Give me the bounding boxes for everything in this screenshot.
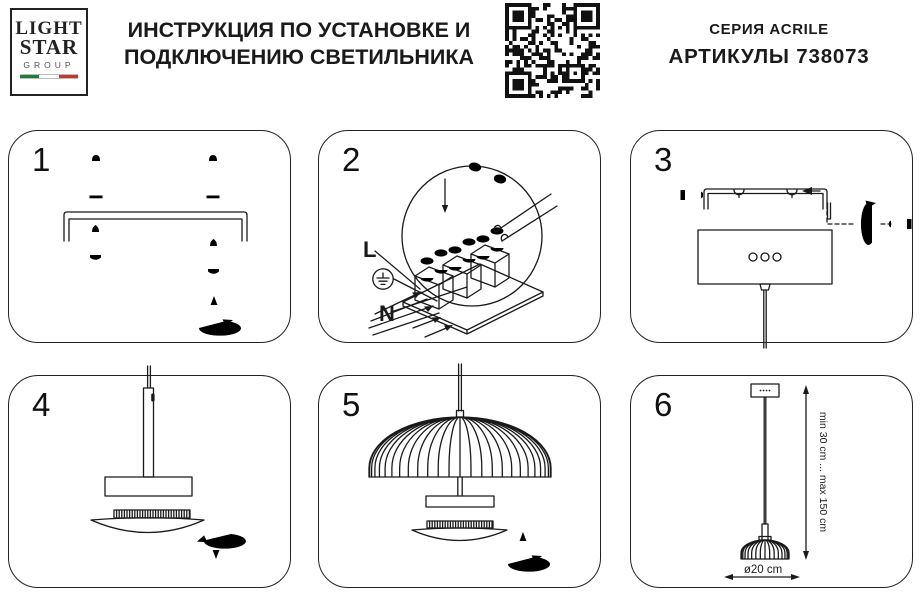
diffuser-ring xyxy=(113,509,192,520)
series-label: СЕРИЯ ACRILE xyxy=(709,21,829,38)
zoom-circle xyxy=(401,165,544,308)
rotate-arrow-icon xyxy=(197,524,247,560)
step-number-4: 4 xyxy=(32,386,51,423)
step-number-3: 3 xyxy=(654,141,673,178)
neutral-label: N xyxy=(379,301,395,326)
rotate-arrow-icon xyxy=(508,532,551,578)
step-4-drawing xyxy=(90,365,247,560)
screw-icon xyxy=(208,239,220,275)
step-3-drawing xyxy=(680,187,912,350)
rotate-arrow-icon xyxy=(861,200,877,246)
step-panel-4: 4 xyxy=(8,365,291,588)
lamp-shade xyxy=(368,416,553,479)
pendant-rod xyxy=(457,476,464,498)
suspension-cable xyxy=(763,396,767,526)
glass-diffuser xyxy=(411,527,509,542)
wall-plug-icon xyxy=(89,155,103,199)
terminal-block xyxy=(402,227,545,336)
step-1-drawing xyxy=(63,155,249,342)
step-panel-1: 1 xyxy=(8,130,291,343)
assembly-dash-line xyxy=(826,210,893,226)
step-2-drawing: L N xyxy=(363,161,559,339)
pendant-rod xyxy=(458,363,463,413)
live-label: L xyxy=(363,237,376,262)
screw-icon xyxy=(90,225,102,261)
diameter-dimension-line xyxy=(724,574,801,581)
pendant-rod xyxy=(759,283,772,350)
diameter-label: ø20 cm xyxy=(744,564,782,576)
wall-plug-icon xyxy=(206,155,220,199)
cable-gripper xyxy=(761,523,770,542)
title-line-1: ИНСТРУКЦИЯ ПО УСТАНОВКЕ И xyxy=(127,18,471,42)
height-dimension-line xyxy=(803,385,810,561)
glass-diffuser xyxy=(90,517,206,534)
page-title: ИНСТРУКЦИЯ ПО УСТАНОВКЕ И ПОДКЛЮЧЕНИЮ СВ… xyxy=(95,17,503,71)
step-panel-5: 5 xyxy=(318,363,601,588)
terminal-screw-icon xyxy=(467,161,483,180)
title-line-2: ПОДКЛЮЧЕНИЮ СВЕТИЛЬНИКА xyxy=(123,45,475,69)
mounting-bracket xyxy=(63,211,249,243)
screw-icon xyxy=(889,219,912,230)
earth-ground-icon xyxy=(372,268,395,291)
qr-code xyxy=(505,3,600,98)
logo-text: LIGHT xyxy=(15,18,83,39)
leader-lines xyxy=(374,250,469,314)
logo-text: GROUP xyxy=(23,60,75,70)
step-5-drawing xyxy=(368,363,553,578)
diffuser-ring xyxy=(426,520,495,530)
driver-module xyxy=(104,476,194,498)
ceiling-canopy xyxy=(697,229,834,286)
italian-flag-icon xyxy=(20,74,78,79)
step-number-1: 1 xyxy=(32,141,51,178)
arrow-icon xyxy=(802,187,822,196)
lightstar-logo: LIGHT STAR GROUP xyxy=(10,8,88,96)
height-range-label: min 30 cm ... max 150 cm xyxy=(817,412,829,532)
step-number-2: 2 xyxy=(342,141,361,178)
driver-module xyxy=(425,495,496,509)
step-panel-2: 2 xyxy=(318,130,601,343)
lamp-shade xyxy=(740,539,791,561)
ceiling-canopy xyxy=(750,383,781,399)
step-panel-3: 3 xyxy=(630,130,913,350)
logo-text: STAR xyxy=(19,35,79,59)
step-6-drawing: min 30 cm ... max 150 cm ø20 cm xyxy=(724,383,829,581)
rotate-arrow-icon xyxy=(199,296,242,342)
pendant-rod xyxy=(143,365,156,479)
step-number-5: 5 xyxy=(342,386,361,423)
screw-icon xyxy=(680,190,704,201)
step-panel-6: 6 min 30 cm ... max 150 cm ø20 c xyxy=(630,375,913,588)
terminal-screw-icon xyxy=(492,173,508,192)
article-number: АРТИКУЛЫ 738073 xyxy=(668,45,870,68)
down-arrow-icon xyxy=(442,178,449,214)
step-number-6: 6 xyxy=(654,386,673,423)
output-wires xyxy=(494,193,559,243)
shade-hub xyxy=(456,410,465,419)
